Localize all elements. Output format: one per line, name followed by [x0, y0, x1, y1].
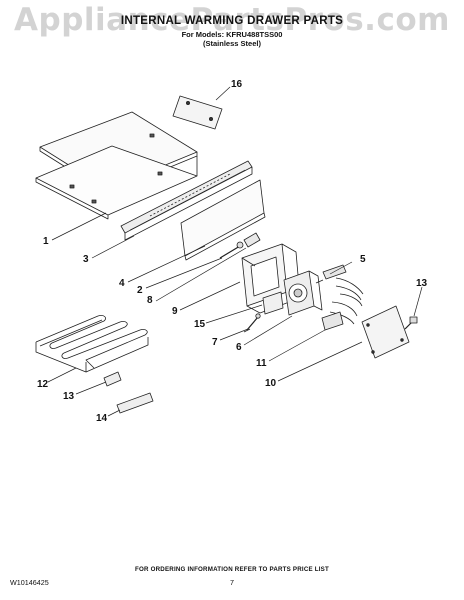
part-13-screw [404, 316, 418, 330]
callout-1: 1 [43, 236, 49, 247]
callout-3: 3 [83, 254, 89, 265]
callout-6: 6 [236, 342, 242, 353]
part-7-sensor [243, 313, 261, 333]
callout-15: 15 [194, 319, 206, 330]
callout-4: 4 [119, 278, 125, 289]
part-3-slide-rail [120, 160, 253, 241]
page-number: 7 [230, 578, 234, 587]
watermark: AppliancePartsPros.com [14, 2, 450, 38]
part-13-screw-left [103, 371, 122, 387]
part-1-drawer-liner [35, 111, 198, 220]
callout-13-right: 13 [416, 278, 428, 289]
callout-2: 2 [137, 285, 143, 296]
leader-lines [47, 86, 423, 417]
callout-5: 5 [360, 254, 366, 265]
callout-14: 14 [96, 413, 108, 424]
page-title: INTERNAL WARMING DRAWER PARTS [120, 15, 344, 27]
finish-line: (Stainless Steel) [203, 39, 261, 48]
part-2-screw [219, 241, 244, 259]
part-4-rear-panel [180, 179, 266, 261]
model-info: For Models: KFRU488TSS00 (Stainless Stee… [0, 30, 464, 48]
part-15-plate [262, 291, 284, 315]
part-8-spacer [243, 232, 261, 248]
callout-12: 12 [37, 379, 49, 390]
callout-13-left: 13 [63, 391, 75, 402]
callout-9: 9 [172, 306, 178, 317]
part-6-blower [283, 270, 323, 316]
part-12-heating-element [35, 315, 149, 373]
callout-10: 10 [265, 378, 277, 389]
part-10-cover-plate [361, 305, 410, 359]
models-line: For Models: KFRU488TSS00 [181, 30, 283, 39]
callout-labels: 16 1 3 4 2 8 9 5 15 13 7 6 11 10 12 13 1… [37, 79, 428, 424]
part-11-wire-harness [321, 277, 364, 331]
callout-16: 16 [231, 79, 243, 90]
callout-11: 11 [256, 358, 267, 369]
ordering-note: FOR ORDERING INFORMATION REFER TO PARTS … [135, 566, 329, 573]
callout-8: 8 [147, 295, 153, 306]
callout-7: 7 [212, 337, 218, 348]
part-14-terminal-block [116, 392, 154, 414]
document-number: W10146425 [10, 578, 49, 587]
part-16-bracket [172, 95, 223, 130]
part-9-control-box [241, 243, 301, 314]
